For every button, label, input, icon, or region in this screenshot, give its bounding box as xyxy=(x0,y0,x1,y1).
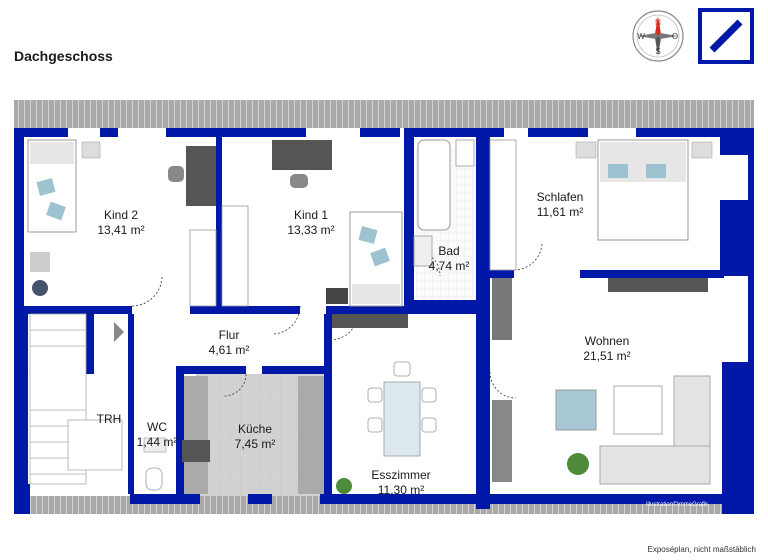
room-area: 1,44 m² xyxy=(136,435,178,449)
room-label-wohnen: Wohnen 21,51 m² xyxy=(583,334,630,364)
staircase xyxy=(29,313,123,485)
room-name: TRH xyxy=(96,412,122,426)
room-label-bad: Bad 4,74 m² xyxy=(429,244,470,274)
room-name: Kind 2 xyxy=(103,208,139,222)
room-label-esszimmer: Esszimmer 11,30 m² xyxy=(371,468,430,498)
room-area: 11,30 m² xyxy=(377,483,425,497)
compass-south: S xyxy=(655,47,660,56)
room-name: Kind 1 xyxy=(293,208,329,222)
room-label-kind2: Kind 2 13,41 m² xyxy=(97,208,144,238)
compass-west: W xyxy=(637,32,645,41)
room-name: WC xyxy=(147,420,167,434)
room-label-kind1: Kind 1 13,33 m² xyxy=(287,208,334,238)
room-area: 13,41 m² xyxy=(97,223,145,237)
room-label-flur: Flur 4,61 m² xyxy=(209,328,250,358)
room-name: Esszimmer xyxy=(371,468,431,482)
room-area: 4,61 m² xyxy=(208,343,250,357)
room-area: 13,33 m² xyxy=(287,223,335,237)
walls xyxy=(14,128,754,514)
room-label-kueche: Küche 7,45 m² xyxy=(235,422,276,452)
room-name: Bad xyxy=(438,244,460,258)
furniture xyxy=(27,139,713,494)
room-label-schlafen: Schlafen 11,61 m² xyxy=(537,190,584,220)
room-area: 4,74 m² xyxy=(428,259,470,273)
room-name: Küche xyxy=(237,422,273,436)
page-title: Dachgeschoss xyxy=(14,48,113,64)
compass-east: O xyxy=(672,32,678,41)
room-label-trh: TRH xyxy=(97,412,122,427)
room-area: 21,51 m² xyxy=(583,349,631,363)
room-area: 11,61 m² xyxy=(536,205,584,219)
stair-arrow-icon xyxy=(114,322,124,342)
room-name: Flur xyxy=(218,328,240,342)
illustration-credit: illustration©immoGrafik xyxy=(646,502,709,508)
room-area: 7,45 m² xyxy=(234,437,276,451)
footer-note: Exposéplan, nicht maßstäblich xyxy=(647,545,757,554)
compass-north: N xyxy=(655,18,661,27)
room-name: Schlafen xyxy=(536,190,584,204)
roof-top xyxy=(14,100,754,128)
room-label-wc: WC 1,44 m² xyxy=(137,420,178,450)
bank-logo xyxy=(698,8,754,64)
room-name: Wohnen xyxy=(584,334,630,348)
compass-icon: N S W O xyxy=(632,10,684,62)
